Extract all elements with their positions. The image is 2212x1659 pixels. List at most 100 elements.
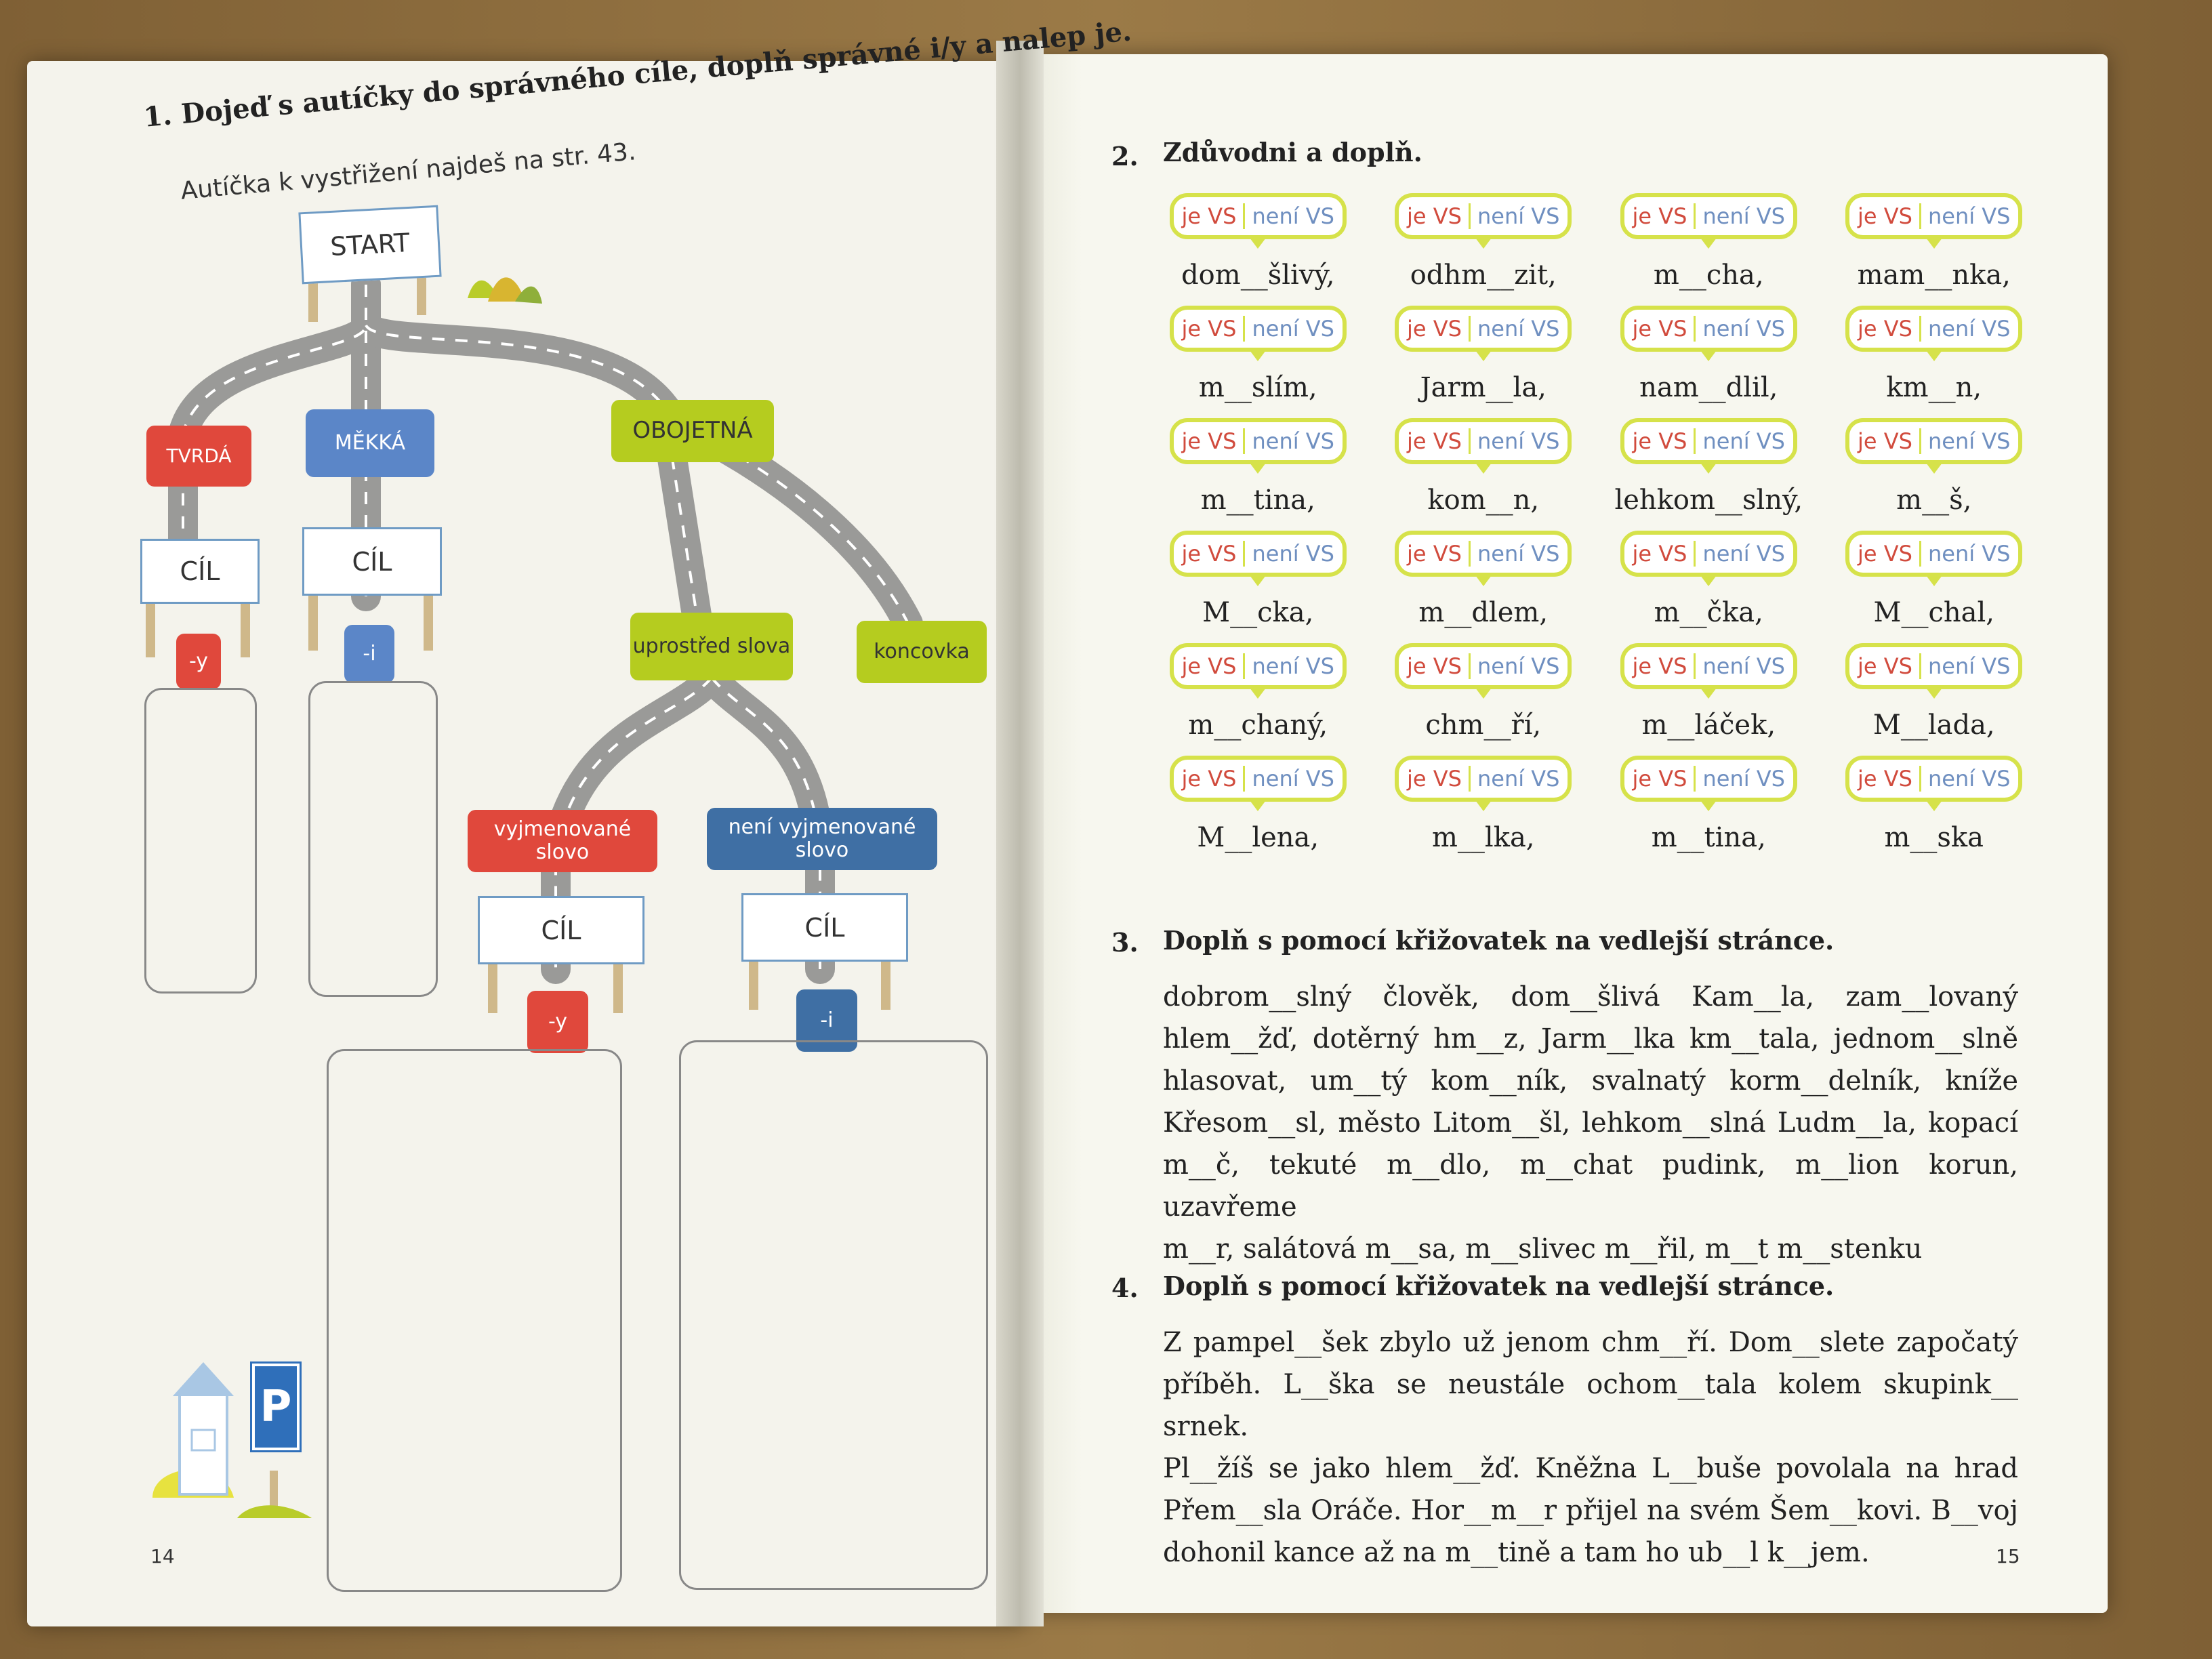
vs-word[interactable]: m__tina, [1651, 822, 1766, 853]
badge-yes-option[interactable]: je VS [1629, 428, 1696, 454]
badge-yes-option[interactable]: je VS [1403, 428, 1471, 454]
node-mekka: MĚKKÁ [306, 409, 434, 477]
badge-yes-option[interactable]: je VS [1178, 653, 1246, 679]
vs-word[interactable]: lehkom__slný, [1614, 485, 1803, 516]
page-number-right: 15 [1996, 1545, 2020, 1568]
badge-no-option[interactable]: není VS [1702, 203, 1785, 229]
start-sign: START [298, 205, 442, 285]
vs-word[interactable]: chm__ří, [1425, 710, 1542, 741]
badge-no-option[interactable]: není VS [1927, 428, 2011, 454]
vs-word[interactable]: m__tina, [1200, 485, 1315, 516]
sticker-box-vyjmenovane[interactable] [327, 1049, 622, 1592]
badge-yes-option[interactable]: je VS [1853, 541, 1921, 567]
task-2-number: 2. [1111, 141, 1139, 171]
badge-no-option[interactable]: není VS [1252, 766, 1334, 792]
vs-word[interactable]: M__lena, [1197, 822, 1319, 853]
vs-word[interactable]: kom__n, [1427, 485, 1540, 516]
badge-yes-option[interactable]: je VS [1178, 541, 1246, 567]
badge-no-option[interactable]: není VS [1477, 316, 1560, 342]
vs-word[interactable]: m__dlem, [1418, 597, 1549, 628]
bush-icon [468, 277, 542, 304]
badge-no-option[interactable]: není VS [1252, 203, 1334, 229]
badge-yes-option[interactable]: je VS [1403, 316, 1471, 342]
task-4-title: Doplň s pomocí křižovatek na vedlejší st… [1163, 1271, 1835, 1301]
badge-no-option[interactable]: není VS [1927, 541, 2011, 567]
vs-word[interactable]: m__chaný, [1188, 710, 1328, 741]
badge-no-option[interactable]: není VS [1252, 541, 1334, 567]
badge-yes-option[interactable]: je VS [1178, 428, 1246, 454]
badge-yes-option[interactable]: je VS [1629, 203, 1696, 229]
vs-word[interactable]: nam__dlil, [1639, 372, 1778, 403]
badge-no-option[interactable]: není VS [1702, 766, 1785, 792]
vs-word[interactable]: odhm__zit, [1410, 260, 1557, 291]
badge-yes-option[interactable]: je VS [1629, 541, 1696, 567]
badge-yes-option[interactable]: je VS [1403, 541, 1471, 567]
sticker-box-tvrda[interactable] [144, 688, 257, 994]
badge-yes-option[interactable]: je VS [1853, 316, 1921, 342]
badge-yes-option[interactable]: je VS [1629, 766, 1696, 792]
vs-word[interactable]: M__chal, [1873, 597, 1994, 628]
badge-no-option[interactable]: není VS [1477, 653, 1560, 679]
badge-no-option[interactable]: není VS [1927, 653, 2011, 679]
sticker-box-mekka[interactable] [308, 681, 438, 997]
badge-yes-option[interactable]: je VS [1178, 203, 1246, 229]
task-3-line: hlem__žď, dotěrný hm__z, Jarm__lka km__t… [1163, 1023, 2018, 1054]
badge-yes-option[interactable]: je VS [1853, 428, 1921, 454]
vs-word[interactable]: Jarm__la, [1420, 372, 1547, 403]
vs-word[interactable]: m__láček, [1641, 710, 1776, 741]
vs-word[interactable]: M__cka, [1202, 597, 1314, 628]
badge-yes-option[interactable]: je VS [1178, 316, 1246, 342]
badge-yes-option[interactable]: je VS [1629, 316, 1696, 342]
badge-yes-option[interactable]: je VS [1853, 203, 1921, 229]
badge-yes-option[interactable]: je VS [1403, 653, 1471, 679]
badge-yes-option[interactable]: je VS [1178, 766, 1246, 792]
badge-no-option[interactable]: není VS [1477, 428, 1560, 454]
vs-word[interactable]: m__čka, [1654, 597, 1763, 628]
badge-no-option[interactable]: není VS [1927, 203, 2011, 229]
vs-word[interactable]: M__lada, [1872, 710, 1995, 741]
vs-word[interactable]: m__lka, [1431, 822, 1535, 853]
parking-letter: P [250, 1361, 302, 1452]
vs-word[interactable]: km__n, [1886, 372, 1982, 403]
vs-word[interactable]: m__ska [1884, 822, 1984, 853]
badge-no-option[interactable]: není VS [1477, 541, 1560, 567]
goal-sign-vyjmenovane: CÍL [478, 896, 644, 964]
badge-yes-option[interactable]: je VS [1403, 203, 1471, 229]
badge-yes-option[interactable]: je VS [1403, 766, 1471, 792]
vs-word[interactable]: m__slím, [1198, 372, 1317, 403]
badge-yes-option[interactable]: je VS [1853, 766, 1921, 792]
vs-word[interactable]: m__š, [1896, 485, 1972, 516]
badge-no-option[interactable]: není VS [1702, 428, 1785, 454]
task-3-line: m__r, salátová m__sa, m__slivec m__řil, … [1163, 1233, 1923, 1265]
vs-word[interactable]: dom__šlivý, [1181, 260, 1335, 291]
road-to-koncovka [683, 419, 923, 638]
badge-yes-option[interactable]: je VS [1853, 653, 1921, 679]
badge-no-option[interactable]: není VS [1702, 653, 1785, 679]
vs-word[interactable]: m__cha, [1653, 260, 1764, 291]
sticker-box-neni-vyjmenovane[interactable] [679, 1040, 988, 1590]
badge-no-option[interactable]: není VS [1927, 766, 2011, 792]
ending-y-vyjmenovane: -y [527, 991, 588, 1053]
badge-no-option[interactable]: není VS [1252, 428, 1334, 454]
badge-no-option[interactable]: není VS [1252, 316, 1334, 342]
badge-no-option[interactable]: není VS [1477, 766, 1560, 792]
badge-yes-option[interactable]: je VS [1629, 653, 1696, 679]
badge-no-option[interactable]: není VS [1927, 316, 2011, 342]
badge-no-option[interactable]: není VS [1252, 653, 1334, 679]
badge-no-option[interactable]: není VS [1702, 316, 1785, 342]
badge-no-option[interactable]: není VS [1702, 541, 1785, 567]
vs-word[interactable]: mam__nka, [1857, 260, 2011, 291]
badge-no-option[interactable]: není VS [1477, 203, 1560, 229]
